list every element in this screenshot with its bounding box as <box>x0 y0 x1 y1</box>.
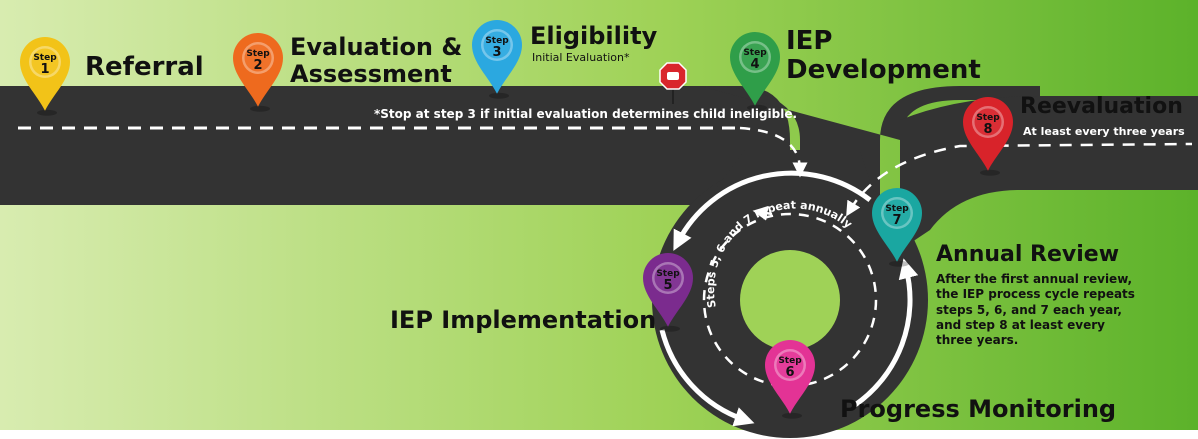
ring-connector <box>700 150 880 210</box>
roundabout-center <box>740 250 840 350</box>
inner-lane-arrow <box>752 205 773 221</box>
annual-review-line-4: and step 8 at least every <box>936 318 1105 333</box>
reeval-lane-dashes <box>846 142 1193 217</box>
step1-word: Step <box>33 53 57 63</box>
step3-subtitle: Initial Evaluation* <box>532 51 630 64</box>
annual-review-line-1: After the first annual review, <box>936 272 1133 286</box>
main-road <box>0 86 790 205</box>
step8-word: Step <box>976 113 1000 123</box>
step3-word: Step <box>485 36 509 46</box>
step6-number: 6 <box>785 365 794 380</box>
step1-title: Referral <box>85 52 204 82</box>
step3-number: 3 <box>492 45 501 60</box>
step5-number: 5 <box>663 278 672 293</box>
bottom-strip <box>0 430 1198 439</box>
stop-sign-icon <box>659 62 687 104</box>
cycle-arrow-right <box>853 258 919 408</box>
cycle-arrow-top <box>673 170 872 251</box>
merge-lane-dashes <box>739 126 808 178</box>
road-merge <box>700 86 1040 200</box>
step7-number: 7 <box>892 213 901 228</box>
annual-review-line-5: three years. <box>936 333 1019 348</box>
step8-number: 8 <box>983 122 992 137</box>
step3-title: Eligibility <box>530 22 658 50</box>
step2-title-line2: Assessment <box>290 60 452 88</box>
annual-review-line-3: steps 5, 6, and 7 each year, <box>936 302 1122 317</box>
step4-number: 4 <box>750 57 759 72</box>
cycle-arrow-bottom-left <box>659 329 755 427</box>
step4-title-line1: IEP <box>786 26 833 56</box>
step2-number: 2 <box>253 58 262 73</box>
step8-title: Reevaluation <box>1020 94 1183 119</box>
step1-number: 1 <box>40 62 49 77</box>
step2-title-line1: Evaluation & <box>290 33 463 61</box>
step4-title-line2: Development <box>786 55 981 85</box>
step7-title: Annual Review <box>936 242 1120 267</box>
step5-title: IEP Implementation <box>390 306 657 334</box>
step6-title: Progress Monitoring <box>840 395 1117 423</box>
stop-note: *Stop at step 3 if initial evaluation de… <box>374 107 798 121</box>
step5-word: Step <box>656 269 680 279</box>
step2-word: Step <box>246 49 270 59</box>
annual-review-line-2: the IEP process cycle repeats <box>936 287 1135 302</box>
step4-word: Step <box>743 48 767 58</box>
background <box>0 0 1198 430</box>
step6-word: Step <box>778 356 802 366</box>
annual-review-text: After the first annual review, the IEP p… <box>936 272 1135 349</box>
step7-word: Step <box>885 204 909 214</box>
step8-subtitle: At least every three years <box>1023 125 1185 138</box>
